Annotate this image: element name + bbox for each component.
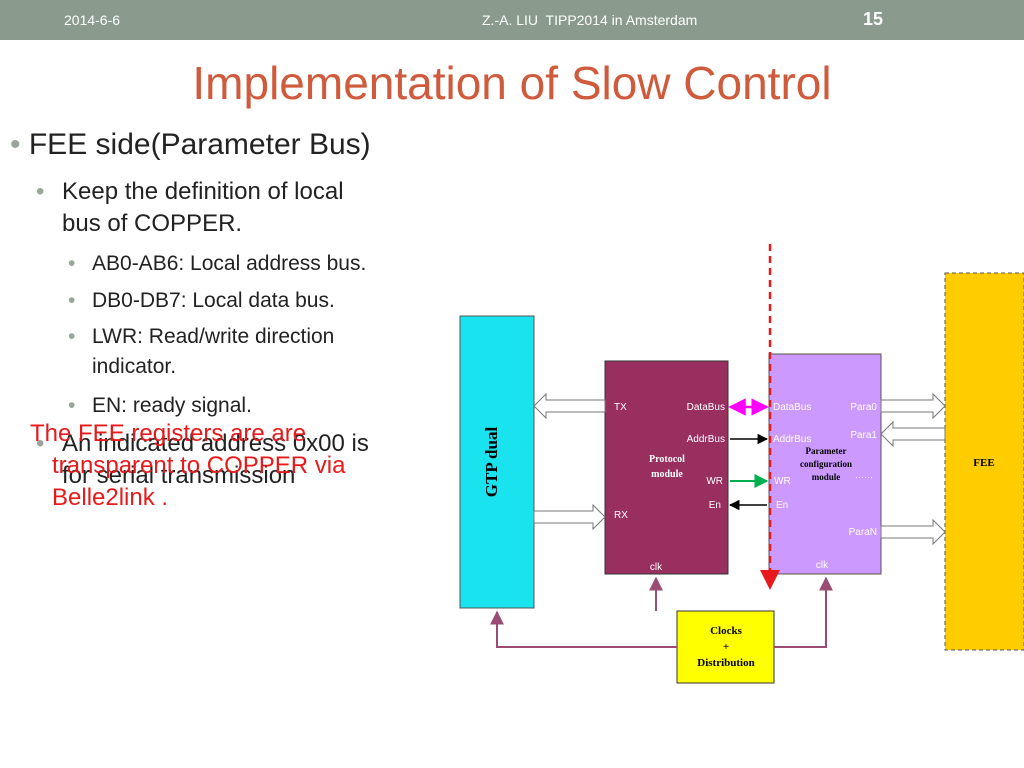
bullet-local-bus: • bbox=[36, 176, 44, 208]
bullet-text: bus of COPPER. bbox=[62, 210, 243, 237]
proto-databus-label: DataBus bbox=[687, 402, 725, 413]
fee-block bbox=[944, 272, 1024, 651]
bullet-text: for serial transmission bbox=[62, 462, 296, 489]
rx-arrow bbox=[533, 503, 606, 531]
para0-label: Para0 bbox=[850, 402, 877, 413]
proto-en-label: En bbox=[709, 500, 721, 511]
header-bar: 2014-6-6 Z.-A. LIU TIPP2014 in Amsterdam… bbox=[0, 0, 1024, 40]
proto-wr-label: WR bbox=[706, 476, 723, 487]
red-note-line1: The FEE registers are are bbox=[30, 420, 307, 447]
protocol-module-block bbox=[604, 360, 729, 575]
para1-arrow bbox=[880, 420, 946, 448]
gtp-clock-line bbox=[490, 610, 677, 648]
bullet-db: DB0-DB7: Local data bus. bbox=[92, 289, 335, 312]
red-note-line2: transparent to COPPER via bbox=[52, 452, 346, 479]
paran-label: ParaN bbox=[849, 527, 877, 538]
fee-label: FEE bbox=[973, 457, 994, 469]
bullet-text: FEE side(Parameter Bus) bbox=[28, 128, 371, 161]
param-name-3: module bbox=[812, 472, 841, 482]
slide-footer: Z.-A. LIU TIPP2014 in Amsterdam bbox=[482, 12, 698, 28]
bullet-lwr-1: LWR: Read/write direction bbox=[92, 325, 335, 348]
param-en-label: En bbox=[776, 500, 788, 511]
param-databus-label: DataBus bbox=[773, 402, 811, 413]
red-note: The FEE registers are are transparent to… bbox=[30, 418, 420, 514]
para1-label: Para1 bbox=[850, 430, 877, 441]
slide-title: Implementation of Slow Control bbox=[192, 57, 832, 109]
protocol-name-1: Protocol bbox=[649, 454, 685, 465]
clocks-label-1: Clocks bbox=[710, 625, 743, 637]
clocks-label-3: Distribution bbox=[697, 657, 754, 669]
tx-label: TX bbox=[614, 402, 627, 413]
bullet-dot: • bbox=[10, 128, 21, 161]
bullet-dot: • bbox=[68, 252, 76, 275]
bullet-fee-side: • FEE side(Parameter Bus) bbox=[10, 128, 371, 162]
paran-arrow bbox=[880, 518, 946, 546]
param-wr-label: WR bbox=[774, 476, 791, 487]
gtp-label: GTP dual bbox=[482, 427, 501, 498]
slide-date: 2014-6-6 bbox=[64, 12, 121, 28]
bullet-en: EN: ready signal. bbox=[92, 394, 252, 417]
proto-clk-label: clk bbox=[650, 562, 663, 573]
bullet-dot: • bbox=[68, 325, 76, 348]
bullet-dot: • bbox=[36, 430, 45, 457]
para-dots: …… bbox=[855, 470, 873, 480]
param-clock-line bbox=[774, 576, 833, 648]
param-name-2: configuration bbox=[800, 459, 852, 469]
clocks-label-2: + bbox=[723, 641, 729, 653]
bullet-dot: • bbox=[36, 178, 45, 205]
tx-arrow bbox=[533, 392, 606, 420]
bullet-dot: • bbox=[68, 394, 76, 417]
param-clk-label: clk bbox=[816, 560, 829, 571]
param-addrbus-label: AddrBus bbox=[773, 434, 811, 445]
proto-addrbus-label: AddrBus bbox=[687, 434, 725, 445]
protocol-name-2: module bbox=[651, 469, 683, 480]
page-number: 15 bbox=[863, 9, 884, 29]
bullet-ab: AB0-AB6: Local address bus. bbox=[92, 252, 367, 275]
para0-arrow bbox=[880, 392, 946, 420]
bullet-address: • bbox=[36, 428, 44, 460]
bullet-text: Keep the definition of local bbox=[62, 178, 344, 205]
red-note-line3: Belle2link . bbox=[52, 484, 169, 511]
rx-label: RX bbox=[614, 510, 628, 521]
bullet-text: An indicated address 0x00 is bbox=[62, 430, 369, 457]
slow-control-diagram: GTP dual TX RX DataBus AddrBus WR En Pro… bbox=[459, 244, 1024, 684]
gtp-dual-block bbox=[459, 315, 535, 609]
parameter-module-block bbox=[768, 353, 882, 575]
bullet-lwr-2: indicator. bbox=[92, 355, 177, 378]
param-name-1: Parameter bbox=[806, 446, 847, 456]
bullet-dot: • bbox=[68, 289, 76, 312]
